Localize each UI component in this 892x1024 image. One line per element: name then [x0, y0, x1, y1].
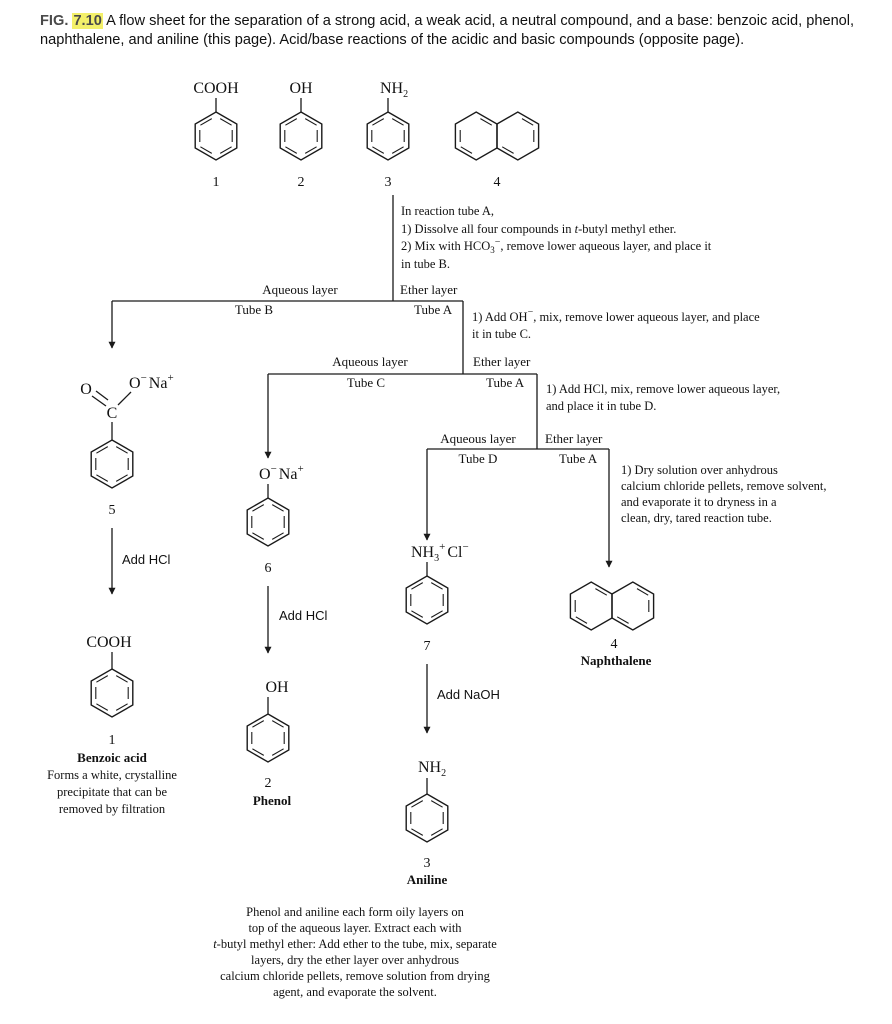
starting-benzoic-acid: COOH 1 — [193, 80, 239, 190]
tube-c-label: Tube C — [347, 375, 385, 390]
figure-number: 7.10 — [72, 13, 103, 29]
tube-d-label: Tube D — [459, 451, 498, 466]
split1-tube-a-label: Tube A — [414, 302, 453, 317]
svg-text:1) Add HCl, mix, remove lower: 1) Add HCl, mix, remove lower aqueous la… — [546, 382, 780, 396]
phenol-name: Phenol — [253, 793, 292, 808]
svg-text:clean, dry, tared reaction tub: clean, dry, tared reaction tube. — [621, 511, 772, 525]
svg-text:C: C — [107, 405, 118, 422]
svg-text:O−Na+: O−Na+ — [259, 463, 304, 483]
figure-caption-text: A flow sheet for the separation of a str… — [40, 13, 855, 48]
svg-text:t-butyl methyl ether: Add ethe: t-butyl methyl ether: Add ether to the t… — [213, 937, 497, 951]
svg-text:it in tube C.: it in tube C. — [472, 327, 531, 341]
compound-number-4: 4 — [494, 175, 501, 190]
product-aniline: NH2 3 Aniline — [405, 759, 449, 887]
split1-aqueous-label: Aqueous layer — [262, 282, 338, 297]
svg-text:2: 2 — [265, 776, 272, 791]
figure-caption: FIG. 7.10 A flow sheet for the separatio… — [40, 12, 870, 50]
svg-text:agent, and evaporate the solve: agent, and evaporate the solvent. — [273, 985, 437, 999]
product-benzoic-acid: COOH 1 Benzoic acid Forms a white, cryst… — [47, 634, 177, 816]
svg-text:1) Dry solution over anhydrou: 1) Dry solution over anhydrous — [621, 463, 778, 477]
reagent-add-hcl-2: Add HCl — [279, 608, 328, 623]
step3-instructions: 1) Add HCl, mix, remove lower aqueous la… — [546, 382, 780, 413]
compound-number-3: 3 — [385, 175, 392, 190]
compound-number-1: 1 — [213, 175, 220, 190]
svg-text:Phenol and aniline each form o: Phenol and aniline each form oily layers… — [246, 905, 464, 919]
product-phenol: OH 2 Phenol — [246, 679, 292, 808]
aniline-name: Aniline — [407, 872, 448, 887]
product-naphthalene: 4 Naphthalene — [569, 581, 655, 668]
step1-instructions: In reaction tube A, 1) Dissolve all four… — [401, 204, 712, 271]
svg-text:1: 1 — [109, 733, 116, 748]
svg-text:NH2: NH2 — [418, 759, 446, 779]
naphthalene-name: Naphthalene — [581, 653, 652, 668]
benzoic-acid-name: Benzoic acid — [77, 750, 147, 765]
oh-label: OH — [289, 80, 313, 97]
svg-text:precipitate that can be: precipitate that can be — [57, 785, 167, 799]
split1-ether-label: Ether layer — [400, 282, 458, 297]
svg-text:layers, dry the ether layer ov: layers, dry the ether layer over anhydro… — [251, 953, 459, 967]
svg-text:O−Na+: O−Na+ — [129, 372, 174, 392]
svg-text:2) Mix with HCO3−, remove low: 2) Mix with HCO3−, remove lower aqueous … — [401, 237, 712, 255]
svg-text:5: 5 — [109, 503, 116, 518]
cooh-label: COOH — [193, 80, 239, 97]
svg-text:6: 6 — [265, 561, 272, 576]
reagent-add-hcl-1: Add HCl — [122, 552, 171, 567]
starting-aniline: NH2 3 — [366, 80, 410, 190]
starting-naphthalene: 4 — [454, 111, 540, 190]
svg-text:NH3+Cl−: NH3+Cl− — [411, 541, 469, 564]
tube-b-label: Tube B — [235, 302, 274, 317]
svg-text:Forms a white, crystalline: Forms a white, crystalline — [47, 768, 177, 782]
figure-label: FIG. — [40, 13, 73, 29]
svg-text:removed by filtration: removed by filtration — [59, 802, 166, 816]
compound-number-2: 2 — [298, 175, 305, 190]
svg-text:top of the aqueous layer. Extr: top of the aqueous layer. Extract each w… — [248, 921, 462, 935]
svg-text:3: 3 — [424, 856, 431, 871]
svg-text:1) Dissolve all four compound: 1) Dissolve all four compounds in t-buty… — [401, 222, 676, 236]
anilinium-chloride-7: NH3+Cl− 7 — [405, 541, 469, 654]
split3-aqueous-label: Aqueous layer — [440, 431, 516, 446]
split2-ether-label: Ether layer — [473, 354, 531, 369]
step4-instructions: 1) Dry solution over anhydrous calcium c… — [621, 463, 827, 525]
svg-text:and evaporate it to dryness in: and evaporate it to dryness in a — [621, 495, 777, 509]
svg-text:COOH: COOH — [86, 634, 132, 651]
sodium-benzoate-5: O O−Na+ C 5 — [80, 372, 173, 518]
svg-text:In reaction tube A,: In reaction tube A, — [401, 204, 494, 218]
svg-text:4: 4 — [611, 637, 618, 652]
svg-text:O: O — [80, 381, 92, 398]
split2-tube-a-label: Tube A — [486, 375, 525, 390]
starting-phenol: OH 2 — [279, 80, 323, 190]
split3-tube-a-label: Tube A — [559, 451, 598, 466]
nh2-label: NH2 — [380, 80, 408, 100]
svg-text:and place it in tube D.: and place it in tube D. — [546, 399, 656, 413]
svg-text:calcium chloride pellets, remo: calcium chloride pellets, remove solvent… — [621, 479, 827, 493]
reagent-add-naoh: Add NaOH — [437, 687, 500, 702]
svg-text:7: 7 — [424, 639, 431, 654]
sodium-phenoxide-6: O−Na+ 6 — [246, 463, 304, 576]
split2-aqueous-label: Aqueous layer — [332, 354, 408, 369]
svg-text:in tube B.: in tube B. — [401, 257, 450, 271]
svg-text:1) Add OH−, mix, remove lower: 1) Add OH−, mix, remove lower aqueous la… — [472, 307, 760, 324]
split3-ether-label: Ether layer — [545, 431, 603, 446]
step2-instructions: 1) Add OH−, mix, remove lower aqueous la… — [472, 307, 760, 341]
svg-text:OH: OH — [265, 679, 289, 696]
svg-text:calcium chloride pellets, remo: calcium chloride pellets, remove solutio… — [220, 969, 490, 983]
extraction-note: Phenol and aniline each form oily layers… — [213, 905, 497, 999]
